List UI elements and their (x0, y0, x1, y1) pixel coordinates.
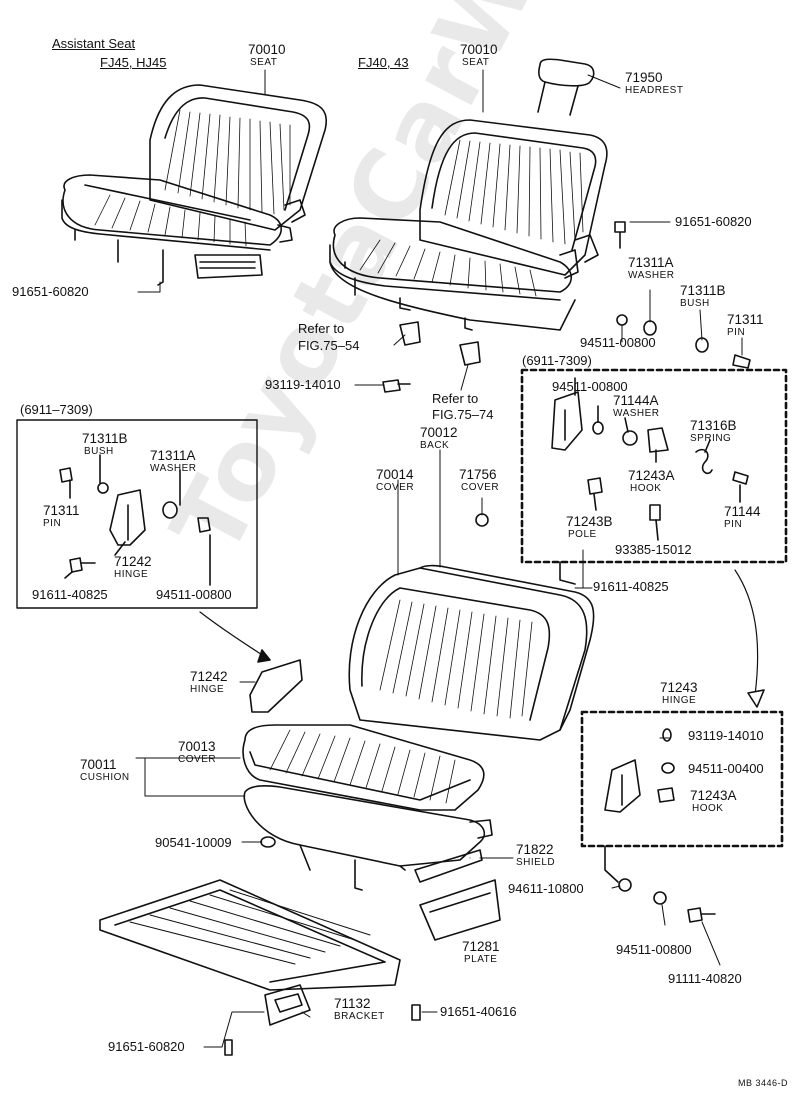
part-number: 94511-00800 (616, 942, 692, 957)
part-name: SHIELD (516, 857, 556, 868)
refer-54-line1: Refer to (298, 321, 345, 336)
fj40-caption: FJ40, 43 (358, 55, 409, 70)
part-name: SEAT (250, 57, 278, 68)
date-range-right: (6911-7309) (522, 353, 592, 368)
part-name: HINGE (114, 569, 149, 580)
part-number: 70011 (80, 757, 117, 772)
part-number: 71311B (680, 283, 726, 298)
part-name: BUSH (84, 446, 114, 457)
part-number: 71950 (625, 70, 663, 85)
part-name: COVER (461, 482, 500, 493)
part-number: 70010 (248, 42, 286, 57)
part-number: 70013 (178, 739, 216, 754)
part-name: PIN (724, 519, 743, 530)
part-number: 71311A (150, 448, 196, 463)
part-name: COVER (178, 754, 217, 765)
part-number: 71311 (43, 503, 80, 518)
part-number: 91611-40825 (32, 587, 108, 602)
part-number: 94511-00800 (580, 335, 656, 350)
part-number: 70014 (376, 467, 414, 482)
part-name: PLATE (464, 954, 498, 965)
part-name: PIN (43, 518, 62, 529)
part-number: 71822 (516, 842, 554, 857)
refer-54-line2: FIG.75–54 (298, 338, 360, 353)
part-number: 71132 (334, 996, 371, 1011)
part-name: WASHER (613, 408, 660, 419)
part-number: 71756 (459, 467, 497, 482)
assistant-seat-illustration (61, 84, 327, 286)
part-number: 91611-40825 (593, 579, 669, 594)
part-number: 91111-40820 (668, 971, 742, 986)
part-name: HEADREST (625, 85, 684, 96)
part-number: 93119-14010 (688, 728, 764, 743)
part-name: SEAT (462, 57, 490, 68)
part-number: 91651-60820 (12, 284, 89, 299)
part-number: 93119-14010 (265, 377, 341, 392)
part-number: 90541-10009 (155, 835, 232, 850)
refer-74-line2: FIG.75–74 (432, 407, 494, 422)
part-name: HOOK (692, 803, 724, 814)
part-number: 71144 (724, 504, 761, 519)
part-name: HINGE (190, 684, 225, 695)
part-name: PIN (727, 327, 746, 338)
part-name: BUSH (680, 298, 710, 309)
part-number: 91651-60820 (108, 1039, 185, 1054)
part-number: 93385-15012 (615, 542, 692, 557)
part-number: 91651-40616 (440, 1004, 517, 1019)
part-name: HINGE (662, 695, 697, 706)
part-number: 71311 (727, 312, 764, 327)
date-range-left: (6911–7309) (20, 402, 93, 417)
part-name: BACK (420, 440, 450, 451)
part-name: POLE (568, 529, 597, 540)
part-number: 94511-00800 (156, 587, 232, 602)
part-name: HOOK (630, 483, 662, 494)
fj40-seat-illustration (329, 58, 626, 331)
leader-lines (135, 69, 743, 1048)
refer-74-line1: Refer to (432, 391, 479, 406)
part-number: 70010 (460, 42, 498, 57)
part-number: 71311B (82, 431, 128, 446)
right-detail-box-2 (580, 710, 784, 883)
part-number: 71316B (690, 418, 737, 433)
part-number: 71242 (190, 669, 228, 684)
assistant-seat-caption: Assistant Seat (52, 36, 136, 51)
part-number: 71144A (613, 393, 659, 408)
part-name: SPRING (690, 433, 732, 444)
part-number: 70012 (420, 425, 458, 440)
right-detail-box-1 (520, 368, 788, 708)
part-number: 71311A (628, 255, 674, 270)
part-number: 71243 (660, 680, 698, 695)
footer-code: MB 3446-D (738, 1078, 789, 1088)
fj45-caption: FJ45, HJ45 (100, 55, 167, 70)
part-number: 71242 (114, 554, 152, 569)
part-name: BRACKET (334, 1011, 385, 1022)
part-number: 71243B (566, 514, 613, 529)
part-number: 94511-00400 (688, 761, 764, 776)
part-number: 71243A (628, 468, 675, 483)
left-detail-box (16, 419, 271, 663)
part-number: 94611-10800 (508, 881, 584, 896)
part-number: 71243A (690, 788, 737, 803)
part-number: 71281 (462, 939, 500, 954)
part-number: 94511-00800 (552, 379, 628, 394)
part-name: CUSHION (80, 772, 130, 783)
part-name: COVER (376, 482, 415, 493)
part-name: WASHER (150, 463, 197, 474)
part-number: 91651-60820 (675, 214, 752, 229)
part-name: WASHER (628, 270, 675, 281)
